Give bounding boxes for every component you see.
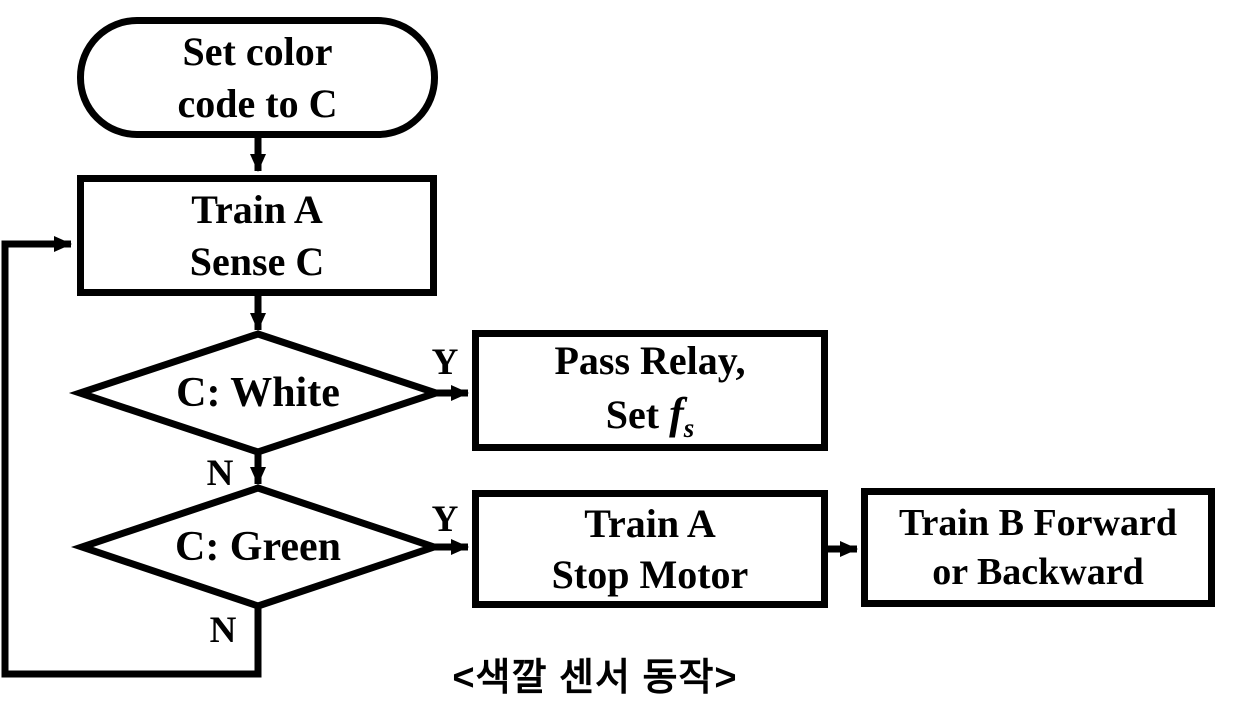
process-line2: Stop Motor	[551, 552, 749, 597]
edge-label-white-no: N	[206, 453, 234, 494]
process-train-a-sense-c: Train A Sense C	[77, 175, 437, 296]
process-pass-relay-set-fs: Pass Relay, Set fs	[472, 330, 828, 451]
edge-label-green-yes: Y	[431, 499, 459, 540]
frequency-subscript: s	[683, 413, 695, 444]
process-line1: Train A	[191, 187, 323, 233]
process-line1: Train B Forward	[899, 501, 1177, 544]
terminator-line2: code to C	[177, 80, 338, 126]
diagram-caption: <색깔 센서 동작>	[452, 657, 738, 699]
connector-green-no-loopback-to-sense	[1, 236, 262, 678]
process-line2: Sense C	[189, 238, 325, 284]
process-line1: Pass Relay,	[554, 338, 746, 384]
decision-c-white-label: C: White	[176, 370, 340, 416]
process-train-a-stop-motor: Train A Stop Motor	[472, 490, 828, 608]
terminator-line1: Set color	[182, 29, 333, 75]
set-label: Set	[605, 392, 670, 438]
frequency-variable: f	[669, 389, 684, 439]
process-line1: Train A	[584, 500, 716, 546]
process-line2: or Backward	[932, 550, 1144, 593]
terminator-set-color-code: Set color code to C	[77, 17, 438, 138]
edge-label-white-yes: Y	[431, 342, 459, 383]
process-line2: Set fs	[606, 386, 695, 446]
process-train-b-forward-backward: Train B Forward or Backward	[861, 488, 1215, 607]
edge-label-green-no: N	[209, 610, 237, 651]
decision-c-green-label: C: Green	[174, 524, 341, 570]
